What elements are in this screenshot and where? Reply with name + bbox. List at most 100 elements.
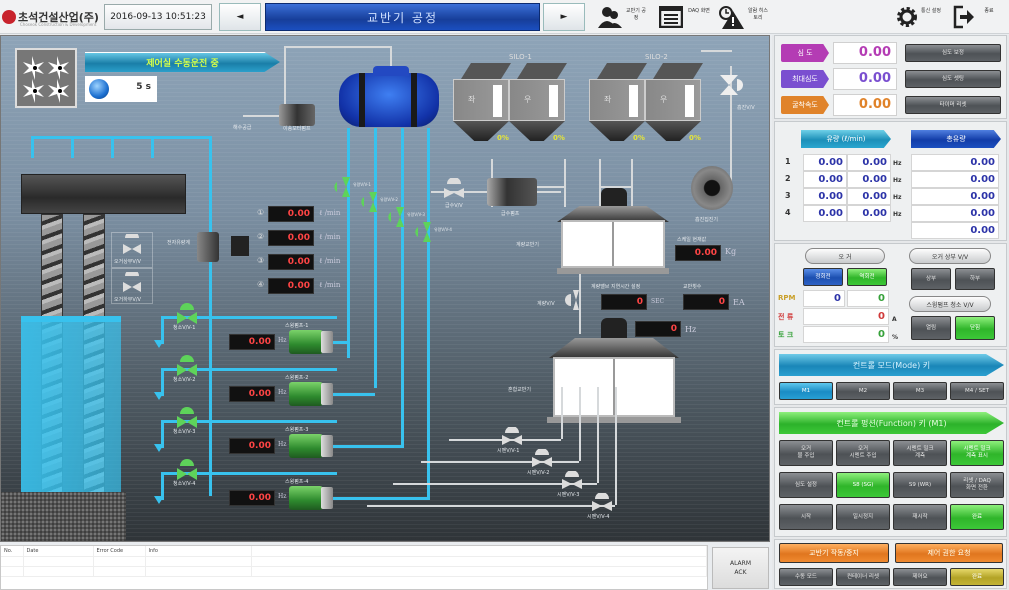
pump-label: 스윙펌프-3 bbox=[285, 427, 309, 433]
swing-pump bbox=[289, 330, 323, 354]
supply-valve-icon[interactable] bbox=[501, 427, 523, 447]
bottom-button[interactable]: 완료 bbox=[950, 568, 1004, 586]
tool-label-mixer: 교반기 공정 bbox=[626, 8, 646, 21]
clean-valve-icon[interactable] bbox=[175, 302, 199, 326]
function-button[interactable]: 일시정지 bbox=[836, 504, 890, 530]
dust-valve-icon bbox=[720, 75, 743, 95]
function-button[interactable]: 오거 시멘트 주입 bbox=[836, 440, 890, 466]
metric-value: 0.00 bbox=[833, 68, 897, 90]
flow-reading-index: ④ bbox=[257, 280, 265, 289]
flow-row-value-b: 0.00 bbox=[847, 205, 891, 222]
scale-value: 0.00 bbox=[675, 245, 721, 261]
mode-button[interactable]: M1 bbox=[779, 382, 833, 400]
flow-reading-index: ③ bbox=[257, 256, 265, 265]
silo-level-pct: 0% bbox=[633, 134, 645, 142]
clean-valve-close-button[interactable]: 닫힘 bbox=[955, 316, 995, 340]
metric-action-button[interactable]: 타이머 리셋 bbox=[905, 96, 1001, 114]
exit-icon[interactable] bbox=[951, 4, 977, 30]
auger-valve-upper-button[interactable]: 상부 bbox=[911, 268, 951, 290]
alarm-ack-button[interactable]: ALARM ACK bbox=[712, 547, 769, 589]
auger-reverse-button[interactable]: 역회전 bbox=[847, 268, 887, 286]
process-diagram: 제어실 수동운전 중 5 s 해수공급 이송모터펌프 오거상부V/V 오거하부V… bbox=[0, 35, 770, 542]
flow-valve-icon[interactable] bbox=[414, 221, 436, 243]
current-value: 0 bbox=[803, 308, 889, 325]
gear-icon[interactable] bbox=[894, 4, 920, 30]
flow-reading-value: 0.00 bbox=[268, 206, 314, 222]
mode-button[interactable]: M3 bbox=[893, 382, 947, 400]
function-button[interactable]: 리셋 / DAQ 화면 전환 bbox=[950, 472, 1004, 498]
bottom-button[interactable]: 수동 모드 bbox=[779, 568, 833, 586]
clean-valve-icon[interactable] bbox=[175, 458, 199, 482]
timer-icon bbox=[89, 79, 109, 99]
flow-row-value-b: 0.00 bbox=[847, 188, 891, 205]
metric-action-button[interactable]: 심도 셋팅 bbox=[905, 70, 1001, 88]
function-button[interactable]: S8 (SG) bbox=[836, 472, 890, 498]
control-request-button[interactable]: 제어 권한 요청 bbox=[895, 543, 1003, 563]
next-screen-button[interactable]: ► bbox=[543, 3, 585, 31]
mode-button[interactable]: M2 bbox=[836, 382, 890, 400]
function-button[interactable]: 오거 물 주입 bbox=[779, 440, 833, 466]
auger-forward-button[interactable]: 정회전 bbox=[803, 268, 843, 286]
list-icon[interactable] bbox=[658, 4, 684, 30]
total-header: 총유량 bbox=[911, 130, 1001, 148]
swing-pump bbox=[289, 382, 323, 406]
mode-button[interactable]: M4 / SET bbox=[950, 382, 1004, 400]
flow-valve-icon[interactable] bbox=[387, 206, 409, 228]
flow-reading-unit: ℓ /min bbox=[319, 233, 341, 241]
function-button[interactable]: 시작 bbox=[779, 504, 833, 530]
mixer-start-stop-button[interactable]: 교반기 작동/중지 bbox=[779, 543, 889, 563]
clean-valve-icon[interactable] bbox=[175, 354, 199, 378]
silo-bin-label: 좌 bbox=[604, 95, 612, 104]
supply-valve-icon[interactable] bbox=[591, 493, 613, 513]
clean-valve-label: 청소V/V-3 bbox=[173, 429, 196, 435]
torque-label: 토 크 bbox=[778, 331, 794, 339]
function-button[interactable]: S9 (WR) bbox=[893, 472, 947, 498]
silo-level-pct: 0% bbox=[553, 134, 565, 142]
function-button[interactable]: 완료 bbox=[950, 504, 1004, 530]
clean-valve-open-button[interactable]: 열림 bbox=[911, 316, 951, 340]
pump-hz-unit: Hz bbox=[278, 389, 287, 396]
clean-valve-icon[interactable] bbox=[175, 406, 199, 430]
rpm-value-a: 0 bbox=[803, 290, 845, 307]
torque-value: 0 bbox=[803, 326, 889, 343]
flow-row-unit: Hz bbox=[893, 160, 902, 167]
pump-label: 스윙펌프-1 bbox=[285, 323, 309, 329]
pump-label: 스윙펌프-4 bbox=[285, 479, 309, 485]
weigh-mixer-label: 계량교반기 bbox=[516, 242, 540, 248]
supply-valve-icon[interactable] bbox=[531, 449, 553, 469]
function-button[interactable]: 재시작 bbox=[893, 504, 947, 530]
timer-box: 5 s bbox=[85, 76, 157, 102]
pump-hz-value: 0.00 bbox=[229, 490, 275, 506]
metric-action-button[interactable]: 심도 보정 bbox=[905, 44, 1001, 62]
flow-row-value-a: 0.00 bbox=[803, 205, 847, 222]
function-button[interactable]: 심도 설정 bbox=[779, 472, 833, 498]
flow-valve-label: 유량V/V-2 bbox=[380, 197, 398, 202]
supply-valve-label: 시멘V/V-1 bbox=[497, 448, 520, 454]
prev-screen-button[interactable]: ◄ bbox=[219, 3, 261, 31]
flow-row-value-a: 0.00 bbox=[803, 154, 847, 171]
pump-hz-unit: Hz bbox=[278, 337, 287, 344]
users-icon[interactable] bbox=[597, 4, 623, 30]
clean-valve-label: 청소V/V-1 bbox=[173, 325, 196, 331]
mix-count-value: 0 bbox=[683, 294, 729, 310]
bottom-button[interactable]: 컨테이너 리셋 bbox=[836, 568, 890, 586]
auger-valve-lower-button[interactable]: 하부 bbox=[955, 268, 995, 290]
metric-value: 0.00 bbox=[833, 42, 897, 64]
flow-valve-label: 유량V/V-1 bbox=[353, 182, 371, 187]
bottom-button[interactable]: 제어요 bbox=[893, 568, 947, 586]
flow-reading-value: 0.00 bbox=[268, 254, 314, 270]
function-button[interactable]: 시멘트 밀크 계측 표시 bbox=[950, 440, 1004, 466]
flow-valve-icon[interactable] bbox=[333, 176, 355, 198]
alarm-ack-label: ALARM ACK bbox=[729, 560, 752, 576]
alarm-history-icon[interactable] bbox=[718, 4, 744, 30]
flow-valve-icon[interactable] bbox=[360, 191, 382, 213]
flow-reading-value: 0.00 bbox=[268, 278, 314, 294]
supply-valve-icon[interactable] bbox=[561, 471, 583, 491]
scale-unit: Kg bbox=[725, 247, 737, 256]
function-button[interactable]: 시멘트 밀크 계측 bbox=[893, 440, 947, 466]
flow-reading-unit: ℓ /min bbox=[319, 281, 341, 289]
col-error-code: Error Code bbox=[93, 546, 146, 557]
